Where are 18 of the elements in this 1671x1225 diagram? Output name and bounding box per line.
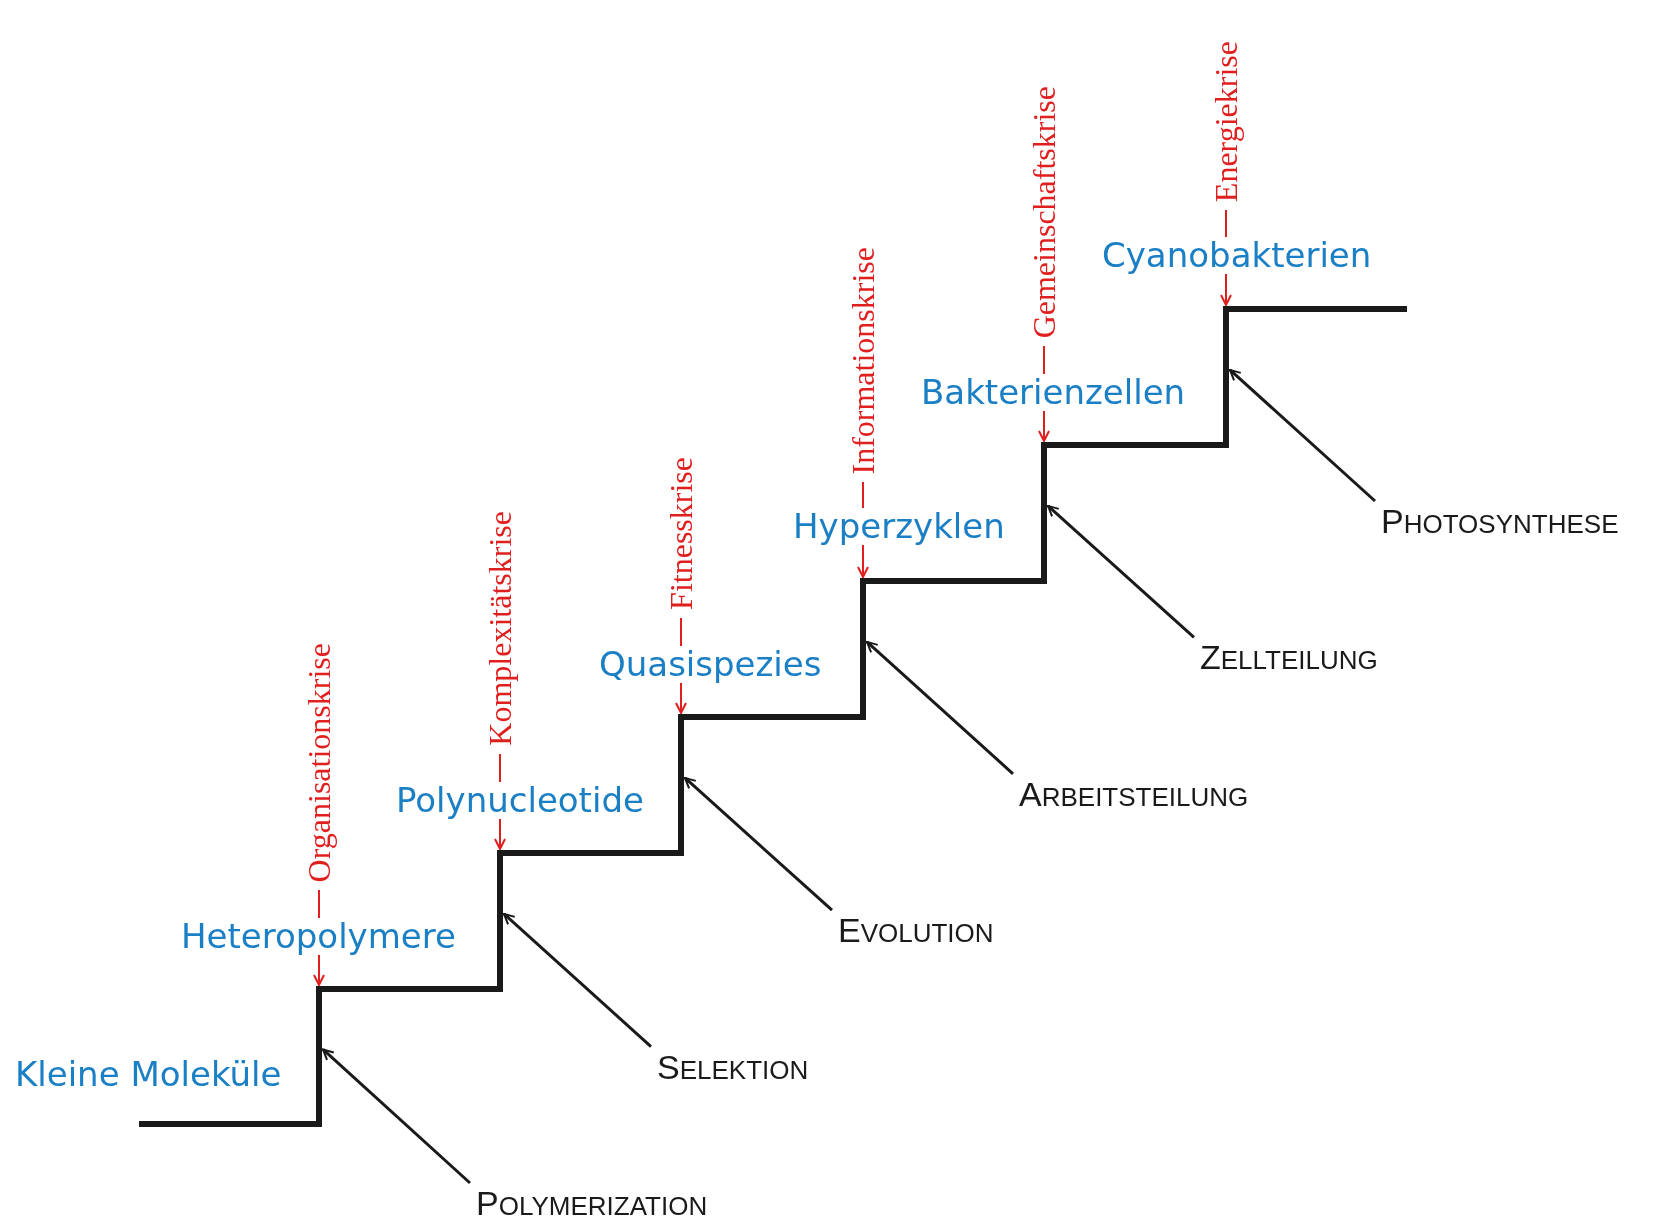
- leader-arrow: [322, 1048, 471, 1185]
- process-label: PHOTOSYNTHESE: [1381, 501, 1619, 542]
- crisis-label: Informationskrise: [847, 246, 879, 474]
- crisis-label: Gemeinschaftskrise: [1028, 85, 1060, 338]
- process-label: POLYMERIZATION: [476, 1183, 708, 1224]
- crisis-label: Organisationskrise: [303, 642, 335, 882]
- crisis-label: Energiekrise: [1210, 40, 1242, 202]
- leader-arrow: [866, 640, 1014, 775]
- leader-arrow: [1229, 368, 1376, 503]
- process-label: ZELLTEILUNG: [1200, 637, 1378, 679]
- process-label: SELEKTION: [657, 1046, 809, 1088]
- leader-arrow: [684, 776, 833, 912]
- process-label: EVOLUTION: [838, 910, 994, 951]
- crisis-label: Fitnesskrise: [665, 457, 697, 610]
- leader-arrow: [1047, 504, 1195, 639]
- crisis-label: Komplexitätskrise: [484, 511, 516, 746]
- leader-arrow: [503, 912, 652, 1048]
- process-label: ARBEITSTEILUNG: [1019, 773, 1249, 815]
